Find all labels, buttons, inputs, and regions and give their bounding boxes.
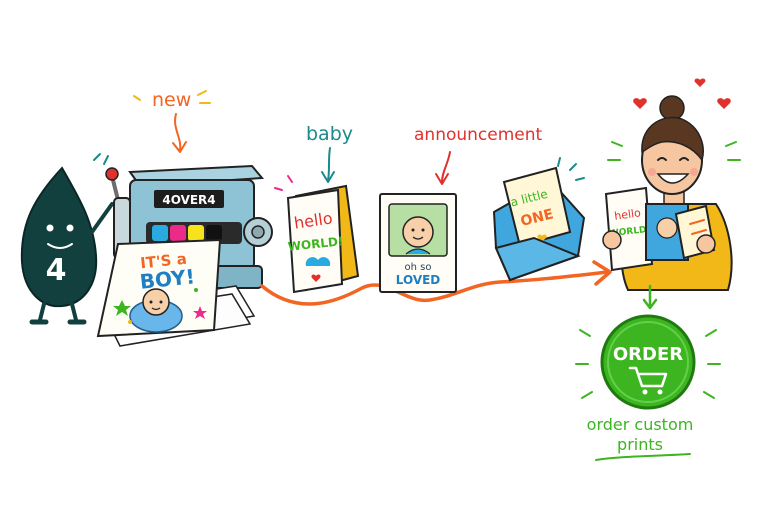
cloud-icon: [305, 257, 331, 266]
baby-eye-left: [149, 300, 153, 304]
mascot-smile: [47, 243, 73, 249]
baby-face: [402, 216, 434, 248]
baby-smile: [151, 307, 161, 311]
heart-icon: [537, 234, 547, 242]
arrow-head-icon: [321, 171, 335, 183]
arrow-icon: [327, 147, 331, 181]
confetti-dot: [128, 320, 132, 324]
arrow-head-icon: [172, 141, 187, 153]
label-baby-group: baby: [306, 123, 353, 183]
card-hello-world: hello WORLD!: [274, 175, 360, 294]
person-cheek: [648, 168, 656, 176]
baby-eye-right: [421, 228, 425, 232]
flow-arrow: [260, 260, 612, 306]
printed-card-paper: [96, 238, 222, 338]
printed-card-line2: BOY!: [139, 264, 196, 294]
order-button-ring: [607, 321, 689, 403]
baby-face: [142, 288, 170, 316]
sparkle-lines: [557, 157, 585, 181]
mascot-arm: [90, 202, 114, 234]
person-hair: [641, 116, 704, 162]
baby-face: [656, 217, 678, 239]
person-hand-right: [696, 234, 716, 254]
star-icon: [113, 300, 131, 316]
order-button[interactable]: ORDER: [600, 314, 696, 410]
sparkle-lines: [607, 141, 741, 161]
mascot-eye-right: [66, 224, 74, 232]
arrow-head-icon: [642, 298, 658, 310]
arrow-icon: [174, 113, 182, 151]
arrow-icon: [441, 151, 451, 183]
card-loved-line2: LOVED: [396, 273, 441, 287]
label-order-custom-line1: order custom: [587, 415, 694, 434]
card-front: [286, 188, 344, 294]
ink-yellow: [188, 225, 204, 241]
envelope-card: [502, 166, 572, 248]
caption-underline: [595, 453, 691, 461]
label-new-group: new: [133, 89, 211, 153]
baby-eye-left: [411, 228, 415, 232]
person-eyes: [657, 157, 689, 161]
ink-cyan: [152, 225, 168, 241]
sparkle-lines: [274, 175, 293, 191]
printer-wheel-hub: [251, 225, 265, 239]
person-hand-left: [602, 230, 622, 250]
baby-shirt: [405, 248, 431, 255]
printer-brand-plate: [154, 190, 224, 208]
order-button-circle[interactable]: [600, 314, 696, 410]
flow-arrow-head: [592, 260, 612, 286]
sparkle-lines: [133, 90, 211, 104]
baby-eye-right: [159, 300, 163, 304]
person-cheek: [690, 168, 698, 176]
card-oh-so-loved: oh so LOVED: [379, 193, 457, 293]
star-icon-pink: [193, 306, 207, 319]
card-loved-line1: oh so: [405, 262, 432, 273]
flow-arrow-path: [260, 270, 610, 306]
heart-icon: [311, 274, 321, 282]
confetti-dot: [194, 288, 198, 292]
label-order-custom-line2: prints: [617, 435, 663, 454]
order-button-label: ORDER: [613, 344, 683, 365]
mascot: 4: [20, 153, 114, 325]
happy-person: hello WORLD!: [602, 78, 741, 291]
printer-brand: 4OVER4: [162, 193, 215, 207]
mascot-eye-left: [46, 224, 54, 232]
mascot-body: [20, 166, 98, 308]
label-announcement-group: announcement: [414, 125, 543, 185]
person-mouth: [656, 173, 690, 184]
mascot-legs: [38, 302, 78, 322]
person-hair-bun: [659, 95, 685, 121]
cart-icon: [628, 366, 668, 395]
label-baby: baby: [306, 123, 353, 145]
heart-icon: [633, 98, 647, 109]
person-card-line1: hello: [613, 206, 641, 223]
label-new: new: [152, 89, 191, 111]
lever-knob: [105, 167, 119, 181]
printed-card: IT'S a BOY!: [96, 238, 222, 338]
ink-magenta: [170, 225, 186, 241]
ink-black: [206, 225, 222, 241]
heart-icon: [694, 78, 706, 87]
baby-smile: [412, 236, 424, 240]
sparkle-lines: [575, 329, 721, 399]
card-envelope: a little ONE: [492, 157, 586, 282]
envelope-front: [494, 236, 581, 282]
printed-card-line1: IT'S a: [139, 250, 187, 273]
label-announcement: announcement: [414, 125, 543, 145]
card-hello-line2: WORLD!: [287, 234, 344, 254]
arrow-head-icon: [435, 173, 449, 185]
heart-icon: [717, 98, 731, 109]
card-envelope-line2: ONE: [519, 206, 555, 230]
motion-lines: [93, 153, 109, 165]
mascot-badge: 4: [46, 253, 67, 288]
card-doodle: [689, 219, 707, 235]
